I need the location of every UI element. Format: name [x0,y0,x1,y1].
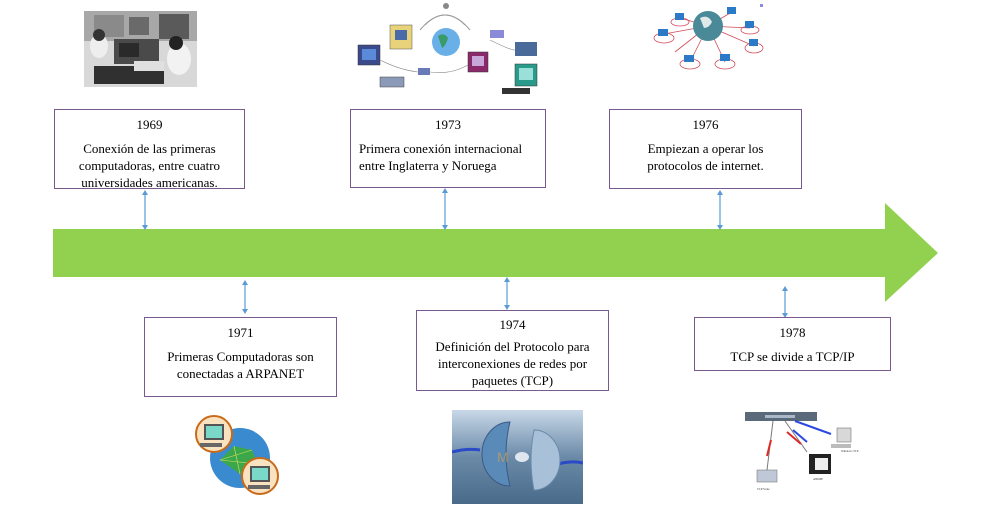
svg-text:M: M [497,449,509,465]
timeline-arrow-shape [53,203,938,302]
image-1973-satellite-network [350,0,540,102]
event-year: 1974 [499,317,526,332]
event-box-1973: 1973 Primera conexión internacional entr… [350,109,546,188]
event-description: Empiezan a operar los protocolos de inte… [647,141,764,173]
event-year: 1969 [136,117,163,132]
event-year: 1971 [227,325,254,340]
connector-1974 [502,277,512,310]
event-year: 1976 [692,117,719,132]
event-description: Primeras Computadoras son conectadas a A… [167,349,314,381]
event-year: 1978 [779,325,806,340]
image-1976-globe-network [648,2,768,74]
image-1971-linked-computers [190,410,285,498]
image-1974-split-globe: M [452,410,583,504]
connector-1973 [440,188,450,230]
event-box-1976: 1976 Empiezan a operar los protocolos de… [609,109,802,189]
event-box-1978: 1978 TCP se divide a TCP/IP [694,317,891,371]
event-description: Primera conexión internacional entre Ing… [359,141,523,173]
svg-text:ANIME: ANIME [813,477,823,481]
connector-1971 [240,280,250,314]
image-1978-tcp-ip-network: Windows TCP ANIME TCP Scale [745,408,865,494]
event-year: 1973 [435,117,461,132]
connector-1969 [140,190,150,230]
svg-text:TCP Scale: TCP Scale [757,487,770,491]
event-box-1974: 1974 Definición del Protocolo para inter… [416,310,609,391]
image-1969-computer-lab [84,11,197,87]
event-box-1969: 1969 Conexión de las primeras computador… [54,109,245,190]
svg-text:Windows TCP: Windows TCP [841,449,859,453]
connector-1978 [780,286,790,318]
event-description: TCP se divide a TCP/IP [730,349,855,364]
event-box-1971: 1971 Primeras Computadoras son conectada… [144,317,337,397]
connector-1976 [715,190,725,230]
event-description: Definición del Protocolo para interconex… [435,339,590,388]
event-description: Conexión de las primeras computadoras, e… [78,141,221,190]
